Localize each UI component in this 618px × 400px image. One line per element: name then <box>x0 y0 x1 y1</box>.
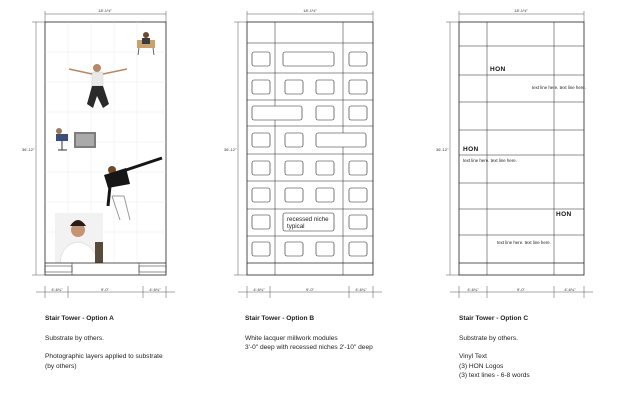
panel-b-bottom-dim-right: 4'-6¾" <box>355 287 367 292</box>
note-line: 3'-0" deep with recessed niches 2'-10" d… <box>245 344 373 352</box>
photo-person-office-chair <box>56 128 96 151</box>
panel-b-side-dim: 36'-12" <box>224 147 237 152</box>
panel-a-bottom-dim-left: 4'-6¾" <box>51 287 63 292</box>
panel-c-elevation: 18'-1½" 36'-12" HON text line here. text… <box>436 8 593 298</box>
panel-a-bottom-dim-center: 9'-0" <box>101 287 110 292</box>
panel-a-top-dim: 18'-1½" <box>98 8 112 13</box>
panel-c-title: Stair Tower - Option C <box>459 315 529 322</box>
note-line: (by others) <box>45 362 77 370</box>
note-line: (3) HON Logos <box>459 362 504 370</box>
panel-b-top-dim: 18'-1½" <box>303 8 317 13</box>
panel-a-elevation: 18'-1½" 36'-12" <box>22 8 175 298</box>
note-line: White lacquer millwork modules <box>245 335 338 343</box>
panel-b-bottom-dim-center: 9'-0" <box>306 287 315 292</box>
panel-b-title: Stair Tower - Option B <box>245 315 315 322</box>
panel-a-bottom-dim-right: 4'-6¾" <box>149 287 161 292</box>
note-line: Substrate by others. <box>45 335 105 343</box>
panel-c-top-dim: 18'-1½" <box>514 8 528 13</box>
hon-logo-1: HON <box>490 66 506 73</box>
panel-c-note-2: Vinyl Text (3) HON Logos (3) text lines … <box>459 352 609 380</box>
hon-logo-2: HON <box>463 146 479 153</box>
panel-a-side-dim: 36'-12" <box>22 147 35 152</box>
panel-a-caption: Stair Tower - Option A Substrate by othe… <box>45 314 215 380</box>
photo-person-laughing <box>55 213 103 264</box>
note-line: Substrate by others. <box>459 335 519 343</box>
panel-b-caption: Stair Tower - Option B White lacquer mil… <box>245 314 435 362</box>
panel-c-bottom-dim-center: 9'-0" <box>517 287 526 292</box>
niche-label-line-1: recessed niche <box>287 216 329 223</box>
note-line: Photographic layers applied to substrate <box>45 353 163 361</box>
panel-c-note-1: Substrate by others. <box>459 334 609 343</box>
panel-c-bottom-dim-left: 4'-6¾" <box>467 287 479 292</box>
hon-logo-3: HON <box>556 211 572 218</box>
panel-b-note-1: White lacquer millwork modules 3'-0" dee… <box>245 334 435 352</box>
note-line: (3) text lines - 6-8 words <box>459 371 530 379</box>
text-line-3: text line here. text line here. <box>497 240 551 245</box>
text-line-2: text line here. text line here. <box>463 158 517 163</box>
recessed-niches <box>251 51 368 257</box>
panel-b-bottom-dim-left: 4'-6¾" <box>253 287 265 292</box>
text-line-1: text line here. text line here. <box>532 85 586 90</box>
note-line: Vinyl Text <box>459 353 487 361</box>
photo-person-jumping <box>68 64 128 108</box>
panel-b-elevation: 18'-1½" 36'-12" <box>224 8 382 298</box>
panel-a-note-2: Photographic layers applied to substrate… <box>45 352 215 370</box>
panel-a-note-1: Substrate by others. <box>45 334 215 343</box>
photo-person-desk-small <box>137 32 155 56</box>
panel-a-title: Stair Tower - Option A <box>45 315 114 322</box>
panel-c-side-dim: 36'-12" <box>436 147 449 152</box>
photo-person-kicking <box>104 156 163 221</box>
niche-label-line-2: typical <box>287 223 305 230</box>
panel-c-caption: Stair Tower - Option C Substrate by othe… <box>459 314 609 389</box>
panel-c-bottom-dim-right: 4'-6¾" <box>564 287 576 292</box>
